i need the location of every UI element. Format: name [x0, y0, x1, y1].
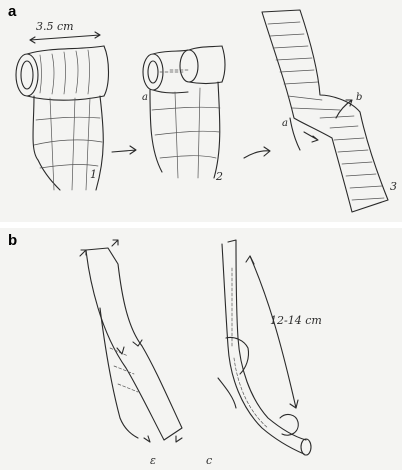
panel-a: a: [0, 0, 402, 222]
bottom-right-mark: c: [206, 454, 212, 467]
step-label-3: 3: [390, 180, 397, 193]
step-label-2: 2: [216, 170, 223, 183]
point-b-label: b: [356, 92, 362, 103]
tube-step-2: [143, 46, 225, 178]
step-label-1: 1: [90, 168, 97, 181]
tube-step-1: [16, 32, 109, 190]
length-label: 12-14 cm: [270, 314, 322, 327]
panel-a-drawing: [0, 0, 402, 222]
panel-b: b 12-14 cm ɛ c: [0, 228, 402, 470]
width-label: 3.5 cm: [36, 20, 74, 33]
tube-step-3: [262, 10, 388, 212]
panel-b-drawing: [0, 228, 402, 470]
folded-strip: [80, 240, 182, 442]
point-a-label-step2: a: [142, 92, 148, 103]
point-a-label-step3: a: [282, 118, 288, 129]
tube-conduit: [218, 240, 311, 455]
bottom-left-mark: ɛ: [150, 454, 156, 467]
